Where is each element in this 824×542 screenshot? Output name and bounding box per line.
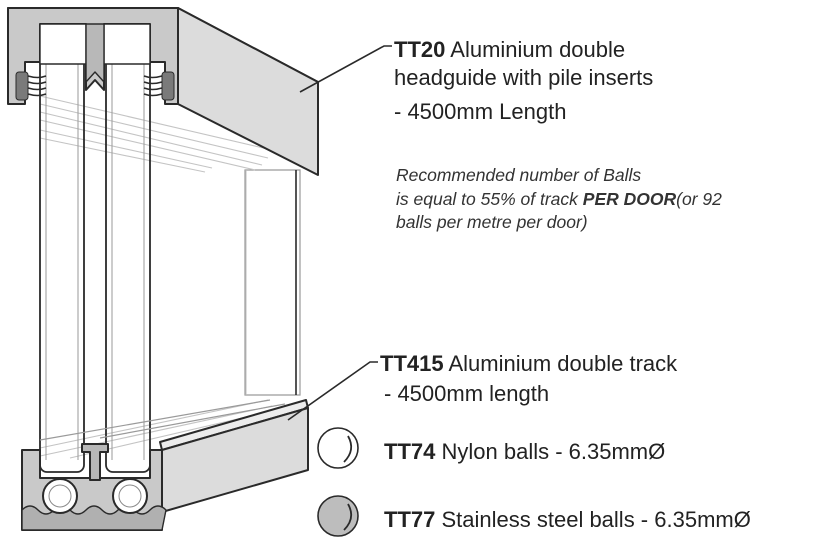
headguide-line1: Aluminium double bbox=[450, 37, 626, 62]
track-line1: Aluminium double track bbox=[448, 351, 678, 376]
rear-glass-panel bbox=[244, 169, 301, 396]
track-line2: - 4500mm length bbox=[384, 381, 550, 406]
nylon-balls-text: Nylon balls - 6.35mmØ bbox=[441, 439, 666, 464]
track-code: TT415 bbox=[380, 351, 444, 376]
note-emphasis: PER DOOR bbox=[582, 188, 677, 209]
track-leader-line bbox=[287, 361, 378, 421]
note-part3: (or 92 balls per metre per door) bbox=[396, 188, 722, 233]
headguide-line2-row: headguide with pile inserts bbox=[394, 64, 653, 91]
headguide-line3-row: - 4500mm Length bbox=[394, 98, 566, 125]
note-part2: is equal to 55% of track bbox=[396, 188, 583, 209]
note-part1: Recommended number of Balls bbox=[396, 165, 642, 185]
steel-balls-text: Stainless steel balls - 6.35mmØ bbox=[441, 507, 751, 532]
nylon-balls-label: TT74 Nylon balls - 6.35mmØ bbox=[384, 438, 665, 465]
track-line2-row: - 4500mm length bbox=[384, 380, 549, 407]
track-ball bbox=[112, 478, 148, 514]
front-glass-right bbox=[105, 41, 151, 473]
stainless-steel-ball-icon bbox=[317, 495, 359, 537]
nylon-ball-icon bbox=[317, 427, 359, 469]
nylon-balls-code: TT74 bbox=[384, 439, 436, 464]
headguide-label: TT20 Aluminium double bbox=[394, 36, 625, 63]
track-label: TT415 Aluminium double track bbox=[380, 350, 677, 377]
ball-quantity-note: Recommended number of Balls is equal to … bbox=[396, 164, 726, 235]
headguide-tt20 bbox=[7, 7, 319, 176]
steel-balls-label: TT77 Stainless steel balls - 6.35mmØ bbox=[384, 506, 751, 533]
bottom-track-tt415 bbox=[21, 399, 309, 531]
glass-panels bbox=[39, 95, 301, 459]
front-glass bbox=[39, 41, 151, 473]
headguide-line3: - 4500mm Length bbox=[394, 99, 567, 124]
headguide-code: TT20 bbox=[394, 37, 446, 62]
pile-inserts bbox=[15, 71, 175, 101]
front-glass-left bbox=[39, 41, 85, 473]
headguide-line2: headguide with pile inserts bbox=[394, 65, 654, 90]
headguide-leader-line bbox=[299, 45, 392, 93]
track-ball bbox=[42, 478, 78, 514]
steel-balls-code: TT77 bbox=[384, 507, 436, 532]
